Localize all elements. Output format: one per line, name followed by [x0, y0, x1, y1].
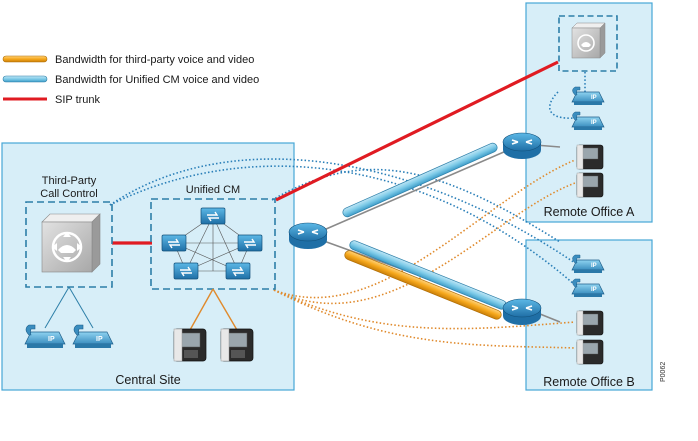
dotted-call-paths: [109, 72, 586, 349]
dotted-path-blue-3: [271, 168, 561, 243]
legend-swatch-blue: [2, 75, 48, 83]
unified-cm-label: Unified CM: [186, 184, 240, 196]
dotted-path-orange-2: [273, 182, 576, 305]
router-icon-central: [288, 222, 328, 249]
sip-trunk-line: [275, 60, 559, 202]
wan-line-a: [309, 144, 521, 237]
pipe-blue-to-b: [349, 240, 507, 310]
ucm-server-icon-bottom-left: [173, 262, 199, 280]
dotted-path-blue-2: [109, 165, 576, 286]
video-phone-icon-remote-b-2: [576, 339, 604, 365]
ip-badge: IP: [591, 120, 597, 126]
ip-phone-icon-remote-b-1: IP: [571, 254, 605, 273]
ip-phone-icon-remote-a-2: IP: [571, 111, 605, 130]
legend-label-sip-trunk: SIP trunk: [55, 94, 101, 106]
ip-badge: IP: [96, 336, 103, 343]
video-phone-icon-remote-b-1: [576, 310, 604, 336]
video-phone-icon-remote-a-2: [576, 172, 604, 198]
legend: Bandwidth for third-party voice and vide…: [2, 54, 259, 106]
ucm-server-icon-right: [237, 234, 263, 252]
ucm-server-icon-bottom-right: [225, 262, 251, 280]
remote-office-b-label: Remote Office B: [543, 375, 634, 389]
ip-phone-icon-central-1: IP: [24, 324, 66, 348]
video-phone-icon-central-1: [173, 328, 207, 362]
legend-label-third-party: Bandwidth for third-party voice and vide…: [55, 54, 254, 66]
legend-swatch-orange: [2, 55, 48, 63]
dotted-path-orange-3: [273, 289, 576, 330]
router-icon-remote-a: [502, 132, 542, 159]
ip-phone-icon-remote-a-1: IP: [571, 86, 605, 105]
ip-badge: IP: [591, 287, 597, 293]
third-party-call-agent-icon: [41, 213, 101, 273]
video-phone-icon-remote-a-1: [576, 144, 604, 170]
central-phone-links: [44, 286, 238, 331]
pipe-orange-to-b: [344, 250, 502, 320]
central-site-label: Central Site: [115, 373, 180, 387]
video-phone-icon-central-2: [220, 328, 254, 362]
pipe-blue-to-a: [342, 142, 498, 218]
dotted-path-orange-1: [273, 159, 576, 299]
ip-badge: IP: [591, 95, 597, 101]
legend-label-unified-cm: Bandwidth for Unified CM voice and video: [55, 74, 259, 86]
ip-phone-icon-central-2: IP: [72, 324, 114, 348]
router-icon-remote-b: [502, 298, 542, 325]
dotted-path-blue-4: [548, 91, 576, 119]
third-party-label-line1: Third-Party: [42, 175, 97, 187]
ip-phone-icon-remote-b-2: IP: [571, 278, 605, 297]
figure-id-label: P0062: [660, 362, 667, 382]
ip-badge: IP: [591, 263, 597, 269]
ucm-server-icon-left: [161, 234, 187, 252]
remote-office-a-label: Remote Office A: [544, 205, 635, 219]
remote-a-call-agent-icon: [571, 22, 606, 59]
dotted-path-orange-4: [273, 289, 576, 349]
remote-a-call-agent-dashed-box: [558, 15, 618, 72]
dotted-path-blue-1: [109, 158, 576, 264]
ip-badge: IP: [48, 336, 55, 343]
third-party-label-line2: Call Control: [40, 188, 97, 200]
ucm-server-icon-top: [200, 207, 226, 225]
